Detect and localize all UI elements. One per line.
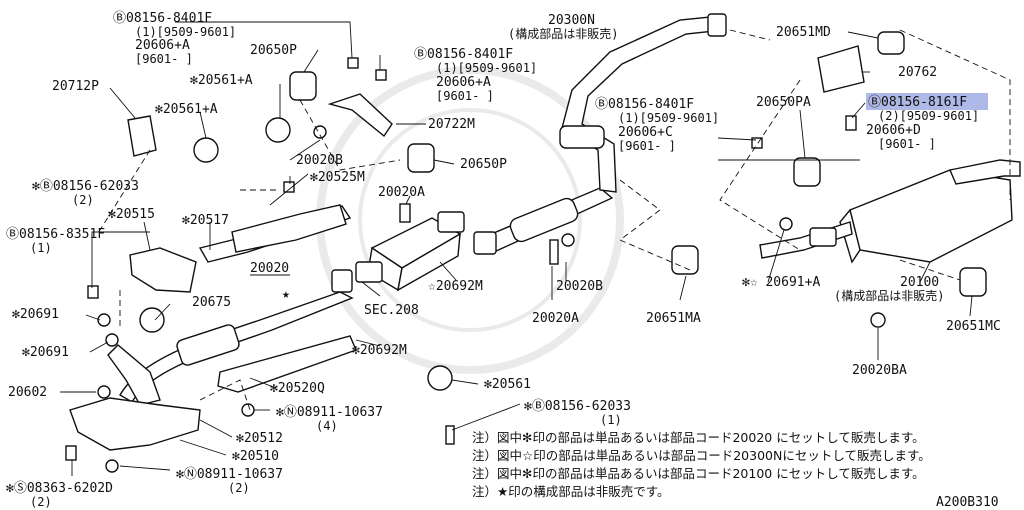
- label-20020A-top[interactable]: 20020A: [378, 185, 425, 200]
- label-bolt-d[interactable]: Ⓑ08156-8161F: [868, 95, 967, 110]
- label-20300N[interactable]: 20300N: [548, 13, 595, 28]
- label-20510[interactable]: ✻20510: [232, 449, 279, 464]
- label-20762[interactable]: 20762: [898, 65, 937, 80]
- highlight-box: [866, 93, 988, 110]
- label-20512[interactable]: ✻20512: [236, 431, 283, 446]
- clamp-20675: [139, 307, 165, 333]
- label-bolt-c[interactable]: Ⓑ08156-8401F: [595, 97, 694, 112]
- label-20100[interactable]: 20100: [900, 275, 939, 290]
- label-20651MD[interactable]: 20651MD: [776, 25, 831, 40]
- label-20515[interactable]: ✻20515: [108, 207, 155, 222]
- star-icon: ★: [282, 287, 290, 302]
- label-10637-a[interactable]: ✻Ⓝ08911-10637: [276, 405, 383, 420]
- label-20525M[interactable]: ✻20525M: [310, 170, 365, 185]
- label-62033-bottom-qty: (1): [600, 413, 622, 427]
- label-8351F[interactable]: Ⓑ08156-8351F: [6, 227, 105, 242]
- label-20692M-right[interactable]: ☆20692M: [428, 279, 483, 294]
- catalytic-converter: [331, 211, 465, 293]
- label-bolt-a-sub2: 20606+A: [135, 38, 190, 53]
- label-20520Q[interactable]: ✻20520Q: [270, 381, 325, 396]
- label-bolt-a[interactable]: Ⓑ08156-8401F: [113, 11, 212, 26]
- label-20691-b[interactable]: ✻20691: [22, 345, 69, 360]
- note-3: 注）図中✻印の部品は単品あるいは部品コード20100 にセットして販売します。: [472, 466, 925, 481]
- label-bolt-d-sub1: (2)[9509-9601]: [878, 109, 979, 123]
- label-20722M[interactable]: 20722M: [428, 117, 475, 132]
- label-20691-a[interactable]: ✻20691: [12, 307, 59, 322]
- label-bolt-c-sub2: 20606+C: [618, 125, 673, 140]
- label-20300N-note: (構成部品は非販売): [508, 26, 618, 41]
- rubber-hanger-20650PA: [793, 157, 821, 187]
- label-20651MA[interactable]: 20651MA: [646, 311, 701, 326]
- label-20020B-bottom[interactable]: 20020B: [556, 279, 603, 294]
- note-4: 注）★印の構成部品は非販売です。: [472, 484, 669, 499]
- bracket-20712P: [127, 115, 157, 157]
- label-bolt-b-sub1: (1)[9509-9601]: [436, 61, 537, 75]
- rubber-hanger-20650P-top: [289, 71, 317, 101]
- label-bolt-b[interactable]: Ⓑ08156-8401F: [414, 47, 513, 62]
- star-markers: ★: [282, 287, 290, 302]
- label-20712P[interactable]: 20712P: [52, 79, 99, 94]
- label-20020A-bottom[interactable]: 20020A: [532, 311, 579, 326]
- bracket-20722M: [327, 93, 393, 138]
- label-bolt-c-sub1: (1)[9509-9601]: [618, 111, 719, 125]
- rubber-hanger-20650P-mid: [407, 143, 435, 173]
- label-20651MC[interactable]: 20651MC: [946, 319, 1001, 334]
- label-62033-left-qty: (2): [72, 193, 94, 207]
- label-20675[interactable]: 20675: [192, 295, 231, 310]
- label-20561-bottom[interactable]: ✻20561: [484, 377, 531, 392]
- part-labels: Ⓑ08156-8401F (1)[9509-9601] 20606+A [960…: [6, 11, 1001, 509]
- label-20561A-top[interactable]: ✻20561+A: [190, 73, 253, 88]
- label-10637-b[interactable]: ✻Ⓝ08911-10637: [176, 467, 283, 482]
- label-bolt-d-sub3: [9601- ]: [878, 137, 936, 151]
- label-10637-b-qty: (2): [228, 481, 250, 495]
- bracket-20762: [817, 45, 865, 93]
- label-bolt-d-sub2: 20606+D: [866, 123, 921, 138]
- center-pipe-20300N: [473, 13, 727, 255]
- label-20691A[interactable]: ✻☆ 20691+A: [742, 275, 820, 290]
- label-20650P-top[interactable]: 20650P: [250, 43, 297, 58]
- notes-block: 注）図中✻印の部品は単品あるいは部品コード20020 にセットして販売します。 …: [472, 430, 931, 499]
- label-bolt-c-sub3: [9601- ]: [618, 139, 676, 153]
- label-20650PA[interactable]: 20650PA: [756, 95, 811, 110]
- label-62033-bottom[interactable]: ✻Ⓑ08156-62033: [524, 399, 631, 414]
- rubber-hanger-20651MA: [671, 245, 699, 275]
- heat-insulator-20510: [69, 397, 201, 451]
- label-20692M-left[interactable]: ✻20692M: [352, 343, 407, 358]
- diagram-code: A200B310: [936, 495, 999, 510]
- label-6202D-qty: (2): [30, 495, 52, 509]
- label-20561A-left[interactable]: ✻20561+A: [155, 102, 218, 117]
- clamp-20561A-left: [193, 137, 219, 163]
- label-20517[interactable]: ✻20517: [182, 213, 229, 228]
- rubber-hanger-20651MC: [959, 267, 987, 297]
- note-2: 注）図中☆印の部品は単品あるいは部品コード20300Nにセットして販売します。: [472, 448, 931, 463]
- label-20020[interactable]: 20020: [250, 261, 289, 276]
- label-20650P-mid[interactable]: 20650P: [460, 157, 507, 172]
- label-10637-a-qty: (4): [316, 419, 338, 433]
- label-bolt-b-sub3: [9601- ]: [436, 89, 494, 103]
- clamp-20561-bottom: [427, 365, 453, 391]
- rear-muffler-20100: [759, 159, 1021, 264]
- dashed-lines: [99, 29, 1011, 411]
- label-62033-left[interactable]: ✻Ⓑ08156-62033: [32, 179, 139, 194]
- rubber-hanger-20651MD: [877, 31, 905, 55]
- clamp-20561A-top: [265, 117, 291, 143]
- label-bolt-b-sub2: 20606+A: [436, 75, 491, 90]
- label-sec208[interactable]: SEC.208: [364, 303, 419, 318]
- fasteners: [65, 57, 886, 473]
- heat-insulator-20520Q: [217, 335, 357, 393]
- label-20020BA[interactable]: 20020BA: [852, 363, 907, 378]
- note-1: 注）図中✻印の部品は単品あるいは部品コード20020 にセットして販売します。: [472, 430, 925, 445]
- label-20100-note: (構成部品は非販売): [834, 288, 944, 303]
- front-pipe-20020: [107, 204, 354, 406]
- label-bolt-a-sub1: (1)[9509-9601]: [135, 25, 236, 39]
- label-6202D[interactable]: ✻Ⓢ08363-6202D: [6, 481, 113, 496]
- label-20602[interactable]: 20602: [8, 385, 47, 400]
- label-bolt-a-sub3: [9601- ]: [135, 52, 193, 66]
- label-20020B-top[interactable]: 20020B: [296, 153, 343, 168]
- leader-lines: [60, 21, 973, 476]
- label-8351F-qty: (1): [30, 241, 52, 255]
